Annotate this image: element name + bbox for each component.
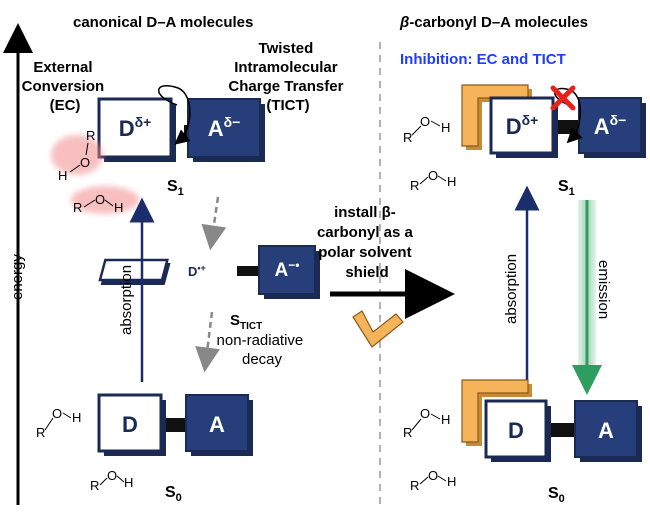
right-s0-solvent-2: R O H	[410, 468, 456, 493]
svg-text:H: H	[447, 474, 456, 489]
svg-text:H: H	[72, 410, 81, 425]
right-s0-state-label: S0	[548, 485, 565, 505]
svg-text:D•+: D•+	[188, 263, 206, 279]
relaxation-arrow	[201, 196, 227, 251]
svg-text:O: O	[95, 192, 105, 207]
svg-text:R: R	[36, 425, 45, 440]
svg-text:R: R	[73, 200, 82, 215]
right-absorption-label: absorption	[503, 254, 520, 324]
svg-text:H: H	[58, 168, 67, 183]
svg-text:R: R	[403, 425, 412, 440]
tict-label: Twisted Intramolecular Charge Transfer (…	[228, 40, 347, 114]
svg-text:O: O	[428, 168, 438, 183]
left-s1-state-label: S1	[167, 178, 184, 198]
left-solvent-ec-2: R O H	[71, 186, 139, 215]
right-s1-state-label: S1	[558, 178, 575, 198]
svg-text:O: O	[420, 406, 430, 421]
left-s0-molecule: D A	[97, 393, 253, 456]
left-s0-acceptor-label: A	[209, 412, 225, 437]
right-panel-title: β-carbonyl D–A molecules	[399, 14, 588, 31]
svg-text:O: O	[428, 468, 438, 483]
right-s0-donor-label: D	[508, 418, 524, 443]
nonradiative-label: non-radiative decay	[217, 332, 308, 368]
install-shield-label: install β- carbonyl as a polar solvent s…	[317, 204, 417, 281]
svg-text:O: O	[107, 468, 117, 483]
emission-label: emission	[595, 260, 612, 319]
right-s1-solvent-1: R O H	[403, 114, 450, 145]
svg-text:H: H	[447, 174, 456, 189]
left-s0-donor-label: D	[122, 412, 138, 437]
nonradiative-arrow	[195, 311, 220, 373]
left-solvent-ec-1: R O H	[51, 128, 103, 183]
ec-label: External Conversion (EC)	[22, 59, 109, 114]
left-panel-title: canonical D–A molecules	[73, 14, 253, 31]
svg-text:R: R	[403, 130, 412, 145]
inhibition-label: Inhibition: EC and TICT	[400, 51, 566, 68]
carbonyl-shield-icon	[352, 310, 404, 348]
svg-text:R: R	[90, 478, 99, 493]
right-s1-molecule: Dδ+ Aδ−	[489, 85, 646, 158]
svg-text:O: O	[420, 114, 430, 129]
twist-arrow-icon	[157, 85, 191, 145]
svg-text:H: H	[441, 412, 450, 427]
svg-text:R: R	[86, 128, 95, 143]
right-s1-solvent-2: R O H	[410, 168, 456, 193]
svg-text:R: R	[410, 478, 419, 493]
svg-text:H: H	[441, 120, 450, 135]
energy-axis-label: energy	[9, 254, 26, 300]
svg-text:H: H	[114, 200, 123, 215]
left-s1-donor-box	[97, 97, 173, 159]
svg-text:H: H	[124, 475, 133, 490]
left-absorption-label: absorption	[118, 265, 135, 335]
right-s0-shield	[461, 379, 532, 446]
left-s0-solvent-1: R O H	[36, 406, 81, 440]
stict-molecule: D•+ A−•	[98, 245, 320, 299]
right-s0-solvent-1: R O H	[403, 406, 450, 440]
cross-icon	[550, 85, 576, 111]
left-s0-state-label: S0	[165, 484, 182, 504]
svg-text:O: O	[80, 155, 90, 170]
right-s0-acceptor-label: A	[598, 418, 614, 443]
left-s1-molecule: Dδ+ Aδ−	[97, 85, 265, 162]
left-s0-solvent-2: R O H	[90, 468, 133, 493]
svg-text:O: O	[52, 406, 62, 421]
right-s0-molecule: D A	[484, 399, 642, 462]
svg-text:R: R	[410, 178, 419, 193]
svg-text:Dδ+: Dδ+	[506, 112, 539, 139]
stict-state-label: STICT	[230, 312, 262, 332]
